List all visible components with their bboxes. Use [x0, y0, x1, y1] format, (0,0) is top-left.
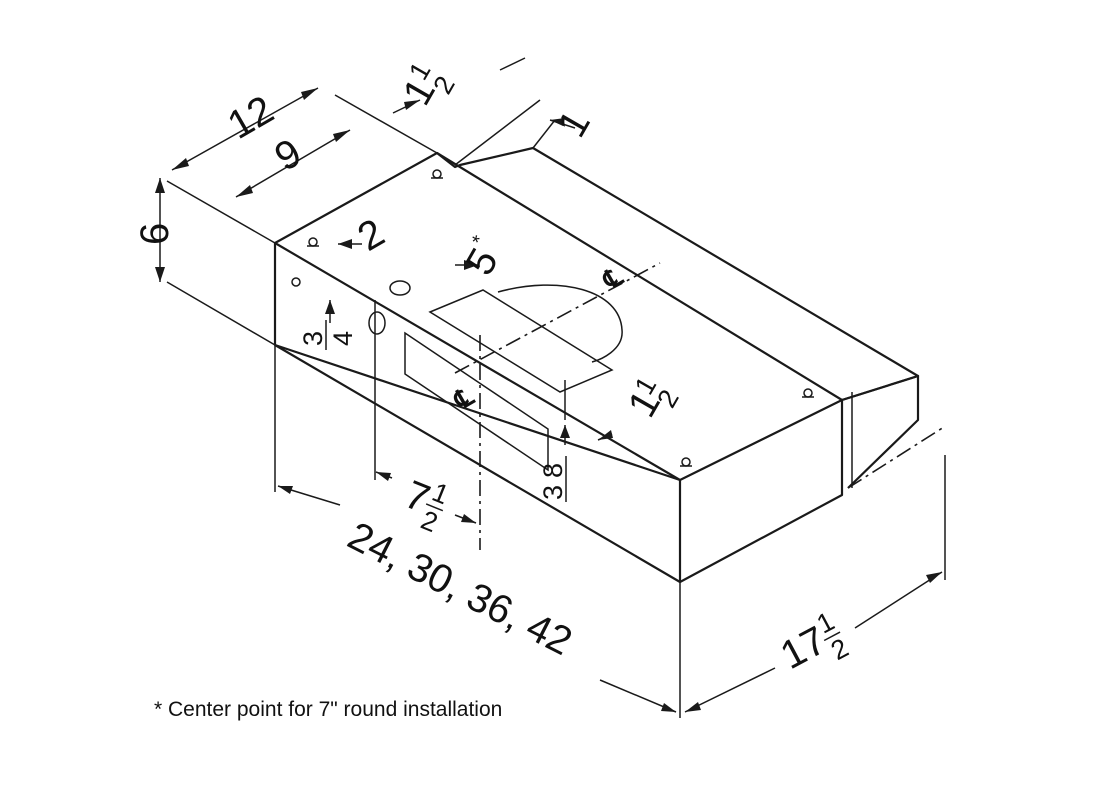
- label-center-offset: 5 *: [458, 232, 507, 283]
- svg-text:4: 4: [328, 331, 358, 346]
- dimension-labels: 12 9 6 1 1 2 1 2 5 * 3 4 1 1 2 3 8: [133, 57, 854, 678]
- dim-line-12: [171, 87, 319, 171]
- ext-left-bottom: [166, 281, 276, 346]
- dimension-lines: [155, 57, 943, 713]
- knockout-circle-side: [368, 311, 386, 335]
- centerline-width-rear: [847, 426, 945, 489]
- dim-line-9: [235, 129, 351, 198]
- hood-front-top-edge: [274, 343, 843, 482]
- label-depth-inner: 9: [268, 131, 309, 180]
- keyhole-mount-right: [802, 388, 814, 398]
- keyhole-mount-front-left: [291, 277, 301, 287]
- hood-left-face: [273, 146, 920, 584]
- round-duct-opening-arc: [497, 284, 623, 363]
- dim-line-depth-left: [684, 667, 776, 713]
- label-width-overall: 17 1 2: [774, 606, 854, 678]
- label-rear-offset: 1: [550, 103, 599, 144]
- hood-top-back-edge: [436, 152, 843, 401]
- svg-text:2: 2: [826, 633, 853, 667]
- dim-line-depth-right: [854, 571, 943, 629]
- label-height: 6: [133, 223, 177, 245]
- ext-left-top: [166, 180, 276, 244]
- centerline-symbol-top: ℄: [597, 260, 628, 295]
- ext-top-offset: [454, 99, 541, 166]
- hood-body: [273, 146, 920, 584]
- centerlines: ℄ ℄: [448, 260, 945, 550]
- extension-lines: [166, 94, 946, 718]
- label-knockout-offset: 2: [351, 211, 392, 260]
- hood-front-details: [404, 331, 549, 472]
- centerline-depth: [454, 262, 661, 374]
- ext-top-corner: [334, 94, 438, 154]
- hood-top-details: [291, 169, 814, 467]
- footnote-center-point: * Center point for 7" round installation: [154, 698, 503, 721]
- svg-text:3: 3: [538, 485, 568, 500]
- ext-rear-corner: [532, 119, 556, 149]
- hood-top-ridge: [274, 242, 681, 481]
- svg-text:3: 3: [298, 331, 328, 346]
- hood-rear-flange: [841, 374, 920, 489]
- keyhole-mount-left: [307, 237, 319, 247]
- centerline-symbol-front: ℄: [448, 380, 479, 415]
- label-top-offset: 1 1 2: [395, 57, 461, 113]
- label-side-knockout: 3 4: [298, 320, 358, 350]
- label-front-bottom: 3 8: [538, 456, 568, 502]
- svg-text:8: 8: [538, 463, 568, 478]
- label-widths: 24, 30, 36, 42: [341, 514, 579, 664]
- label-center-from-side: 7 1 2: [399, 473, 454, 539]
- knockout-circle-top: [389, 280, 411, 296]
- keyhole-mount-front-right: [680, 457, 692, 467]
- label-front-offset: 1 1 2: [620, 372, 685, 425]
- dim-line-top-offset-right: [499, 57, 526, 71]
- rectangular-duct-opening-front: [404, 331, 549, 472]
- keyhole-mount-top-left: [431, 169, 443, 179]
- rectangular-duct-opening-top: [428, 289, 614, 393]
